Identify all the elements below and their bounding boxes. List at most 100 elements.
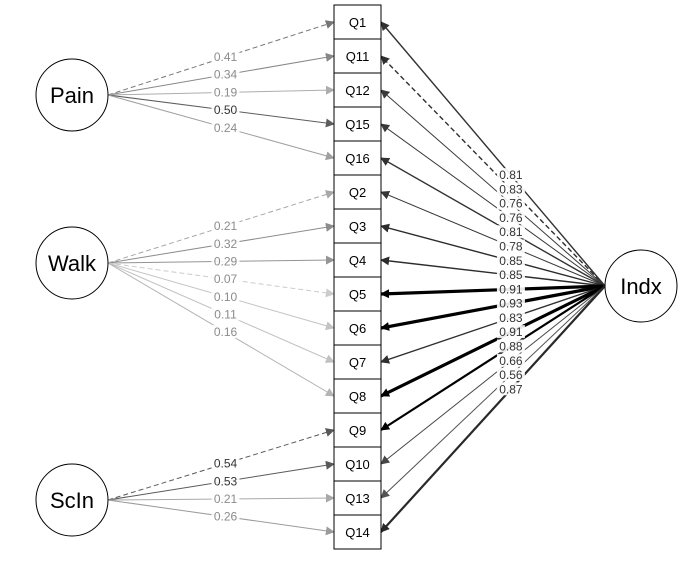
loading-label-indx-q16: 0.81	[499, 225, 523, 239]
loading-label-bg	[211, 85, 240, 99]
item-label-q4: Q4	[349, 253, 366, 268]
loading-label-scin-q9: 0.54	[214, 457, 238, 471]
loading-label-walk-q4: 0.29	[214, 254, 238, 268]
loading-label-bg	[496, 168, 525, 182]
loading-label-indx-q4: 0.85	[499, 268, 523, 282]
item-box-q11: Q11	[333, 38, 382, 74]
loading-label-bg	[211, 491, 240, 505]
loading-label-bg	[496, 253, 525, 267]
loading-label-bg	[496, 196, 525, 210]
loading-label-bg	[211, 120, 240, 134]
loading-label-indx-q5: 0.91	[499, 282, 523, 296]
loading-label-walk-q6: 0.10	[214, 290, 238, 304]
loading-label-indx-q7: 0.83	[499, 311, 523, 325]
loading-label-scin-q10: 0.53	[214, 474, 238, 488]
loading-label-bg	[211, 272, 240, 286]
loading-label-indx-q3: 0.85	[499, 254, 523, 268]
loading-label-indx-q6: 0.93	[499, 297, 523, 311]
item-label-q12: Q12	[345, 83, 370, 98]
loading-label-indx-q10: 0.66	[499, 354, 523, 368]
item-box-q13: Q13	[333, 480, 382, 516]
loading-label-walk-q3: 0.32	[214, 237, 238, 251]
item-label-q15: Q15	[345, 117, 370, 132]
item-box-q8: Q8	[333, 378, 382, 414]
item-label-q1: Q1	[349, 15, 366, 30]
item-label-q2: Q2	[349, 185, 366, 200]
loading-label-indx-q8: 0.91	[499, 325, 523, 339]
loading-label-scin-q13: 0.21	[214, 492, 238, 506]
loading-label-walk-q2: 0.21	[214, 219, 238, 233]
path-indx-q13	[380, 285, 606, 499]
path-indx-q12	[380, 89, 606, 287]
loading-label-bg	[496, 296, 525, 310]
item-label-q7: Q7	[349, 355, 366, 370]
loading-label-layer: 0.410.340.190.500.240.210.320.290.070.10…	[211, 50, 525, 524]
item-label-q3: Q3	[349, 219, 366, 234]
loading-label-bg	[496, 210, 525, 224]
loading-label-bg	[496, 382, 525, 396]
loading-label-bg	[496, 310, 525, 324]
loading-label-walk-q7: 0.11	[214, 307, 237, 321]
loading-label-pain-q15: 0.50	[214, 103, 238, 117]
loading-label-pain-q12: 0.19	[214, 85, 238, 99]
path-indx-q4	[380, 256, 606, 287]
path-indx-q3	[380, 223, 606, 287]
item-label-q16: Q16	[345, 151, 370, 166]
item-label-q8: Q8	[349, 389, 366, 404]
path-indx-q5	[380, 284, 606, 299]
factor-label-pain: Pain	[50, 83, 94, 108]
loading-label-pain-q16: 0.24	[214, 121, 238, 135]
path-indx-q7	[380, 285, 606, 364]
factor-label-indx: Indx	[620, 274, 662, 299]
loading-label-indx-q14: 0.87	[499, 382, 523, 396]
item-box-q15: Q15	[333, 106, 382, 142]
item-label-q14: Q14	[345, 525, 370, 540]
path-layer	[107, 20, 606, 536]
loading-label-bg	[211, 474, 240, 488]
item-box-q10: Q10	[333, 446, 382, 482]
loading-label-indx-q15: 0.76	[499, 211, 523, 225]
factor-pain: Pain	[35, 58, 109, 132]
item-label-q5: Q5	[349, 287, 366, 302]
loading-label-bg	[496, 353, 525, 367]
factor-label-scin: ScIn	[50, 488, 94, 513]
item-box-q14: Q14	[333, 514, 382, 550]
loading-label-bg	[496, 182, 525, 196]
item-box-q3: Q3	[333, 208, 382, 244]
item-label-q9: Q9	[349, 423, 366, 438]
loading-label-bg	[211, 325, 240, 339]
loading-label-bg	[211, 509, 240, 523]
path-indx-q2	[380, 190, 606, 287]
item-box-q16: Q16	[333, 140, 382, 176]
path-indx-q16	[380, 157, 606, 287]
item-box-q9: Q9	[333, 412, 382, 448]
loading-label-bg	[211, 219, 240, 233]
item-box-q6: Q6	[333, 310, 382, 346]
path-indx-q8	[380, 284, 606, 398]
loading-label-bg	[496, 225, 525, 239]
loading-label-bg	[211, 456, 240, 470]
factor-walk: Walk	[35, 226, 109, 300]
item-label-q6: Q6	[349, 321, 366, 336]
path-indx-q6	[380, 284, 606, 331]
loading-label-bg	[211, 289, 240, 303]
path-indx-q11	[380, 55, 606, 287]
loading-label-indx-q13: 0.56	[499, 368, 523, 382]
loading-label-bg	[496, 339, 525, 353]
loading-label-indx-q12: 0.76	[499, 197, 523, 211]
path-indx-q15	[380, 123, 606, 287]
factor-label-walk: Walk	[48, 251, 97, 276]
loading-label-indx-q2: 0.78	[499, 240, 523, 254]
item-label-q11: Q11	[346, 49, 370, 64]
loading-label-bg	[211, 254, 240, 268]
loading-label-bg	[211, 50, 240, 64]
loading-label-bg	[496, 325, 525, 339]
loading-label-bg	[496, 268, 525, 282]
loading-label-pain-q1: 0.41	[214, 50, 238, 64]
item-box-q4: Q4	[333, 242, 382, 278]
item-box-q5: Q5	[333, 276, 382, 312]
path-indx-q9	[380, 285, 606, 431]
